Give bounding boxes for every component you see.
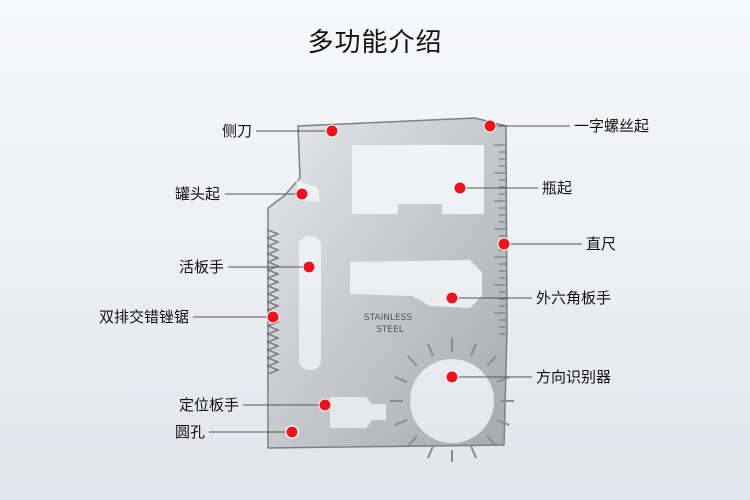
marker-positioning-wrench — [318, 398, 332, 412]
label-round-hole: 圆孔 — [174, 423, 205, 441]
marker-bottle-opener — [453, 181, 467, 195]
compass-spikes — [390, 338, 514, 462]
marker-screwdriver — [483, 119, 497, 133]
leader-lines — [193, 125, 582, 433]
marker-round-hole — [285, 425, 299, 439]
ruler-ticks — [494, 144, 506, 335]
steel-card: STAINLESS STEEL — [266, 117, 514, 462]
saw-teeth — [266, 229, 280, 375]
marker-adjustable-wrench — [302, 260, 316, 274]
marker-direction-finder — [445, 370, 459, 384]
label-ruler: 直尺 — [586, 235, 617, 253]
label-positioning-wrench: 定位板手 — [178, 396, 239, 414]
marker-ruler — [497, 237, 511, 251]
label-direction-finder: 方向识别器 — [536, 368, 612, 386]
marker-saw — [266, 310, 280, 324]
label-hex-wrench: 外六角板手 — [536, 289, 612, 307]
stamp-line-1: STAINLESS — [364, 313, 412, 323]
markers — [266, 119, 511, 439]
label-side-blade: 侧刀 — [221, 122, 252, 140]
stamp-line-2: STEEL — [376, 325, 404, 335]
label-double-row-saw: 双排交错锉锯 — [98, 308, 189, 326]
label-bottle-opener: 瓶起 — [542, 179, 573, 197]
marker-hex-wrench — [445, 291, 459, 305]
label-can-opener: 罐头起 — [174, 185, 220, 203]
page-title: 多功能介绍 — [307, 28, 443, 58]
label-adjustable-wrench: 活板手 — [178, 258, 224, 276]
label-flat-screwdriver: 一字螺丝起 — [574, 117, 650, 135]
marker-side-blade — [325, 124, 339, 138]
marker-can-opener — [295, 187, 309, 201]
